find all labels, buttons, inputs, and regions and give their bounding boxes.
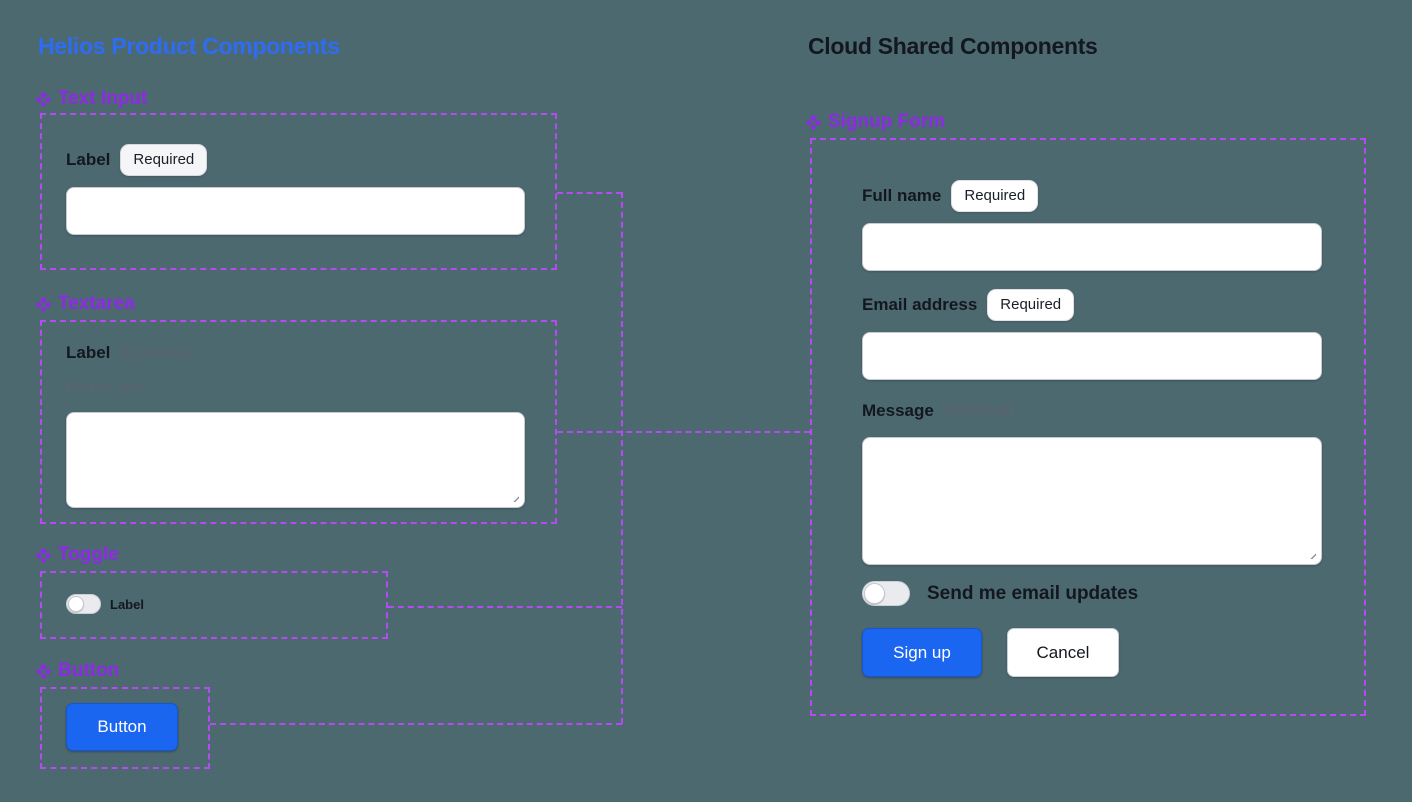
connector-textarea (557, 431, 810, 433)
component-name-label: Toggle (58, 544, 119, 565)
connector-button (210, 723, 622, 725)
sign-up-button[interactable]: Sign up (862, 628, 982, 677)
toggle-row: Label (66, 594, 144, 614)
connector-bus-vertical (621, 192, 623, 724)
full-name-label-row: Full name Required (862, 180, 1039, 212)
textarea-component-frame (40, 320, 557, 524)
component-header-toggle: Toggle (35, 544, 119, 566)
message-label-row: Message (Optional) (862, 401, 1014, 421)
toggle-knob[interactable] (68, 596, 84, 612)
component-diamond-icon (35, 91, 52, 107)
cancel-button[interactable]: Cancel (1007, 628, 1119, 677)
component-diamond-icon (805, 114, 822, 130)
cloud-panel-title: Cloud Shared Components (808, 33, 1098, 59)
textarea-label: Label (66, 343, 111, 362)
component-diamond-icon (35, 547, 52, 563)
toggle-switch[interactable] (66, 594, 101, 614)
helios-panel-title: Helios Product Components (38, 33, 340, 59)
component-name-label: Text Input (58, 88, 148, 109)
message-textarea[interactable] (862, 437, 1322, 565)
resize-grip-icon[interactable] (1306, 549, 1316, 559)
textarea-label-row: Label (Optional) (66, 343, 191, 363)
optional-suffix: (Optional) (120, 344, 191, 361)
text-input-label: Label (66, 150, 111, 169)
email-label: Email address (862, 295, 978, 314)
toggle-knob[interactable] (864, 583, 885, 604)
textarea-helper-text: Helper text (66, 379, 144, 396)
required-badge: Required (987, 289, 1075, 321)
required-badge: Required (951, 180, 1039, 212)
component-header-signup-form: Signup Form (805, 111, 946, 133)
component-name-label: Textarea (58, 293, 135, 314)
demo-button[interactable]: Button (66, 703, 178, 751)
toggle-label: Label (110, 596, 144, 612)
text-input-field[interactable] (66, 187, 525, 235)
required-badge: Required (120, 144, 208, 176)
email-updates-label: Send me email updates (927, 582, 1139, 604)
component-name-label: Signup Form (828, 111, 946, 132)
resize-grip-icon[interactable] (509, 492, 519, 502)
email-input[interactable] (862, 332, 1322, 380)
full-name-input[interactable] (862, 223, 1322, 271)
email-label-row: Email address Required (862, 289, 1075, 321)
message-label: Message (862, 401, 934, 420)
component-diamond-icon (35, 296, 52, 312)
connector-toggle (388, 606, 622, 608)
connector-text-input (557, 192, 622, 194)
text-input-component-frame (40, 113, 557, 270)
component-header-button: Button (35, 660, 120, 682)
component-header-text-input: Text Input (35, 88, 148, 110)
email-updates-toggle[interactable] (862, 581, 910, 606)
textarea-field[interactable] (66, 412, 525, 508)
signup-form-component-frame (810, 138, 1366, 716)
optional-suffix: (Optional) (943, 402, 1015, 419)
component-name-label: Button (58, 660, 120, 681)
email-updates-toggle-row: Send me email updates (862, 581, 1138, 606)
component-diamond-icon (35, 663, 52, 679)
full-name-label: Full name (862, 186, 942, 205)
component-header-textarea: Textarea (35, 293, 135, 315)
text-input-label-row: Label Required (66, 144, 208, 176)
button-component-frame (40, 687, 210, 769)
toggle-component-frame (40, 571, 388, 639)
